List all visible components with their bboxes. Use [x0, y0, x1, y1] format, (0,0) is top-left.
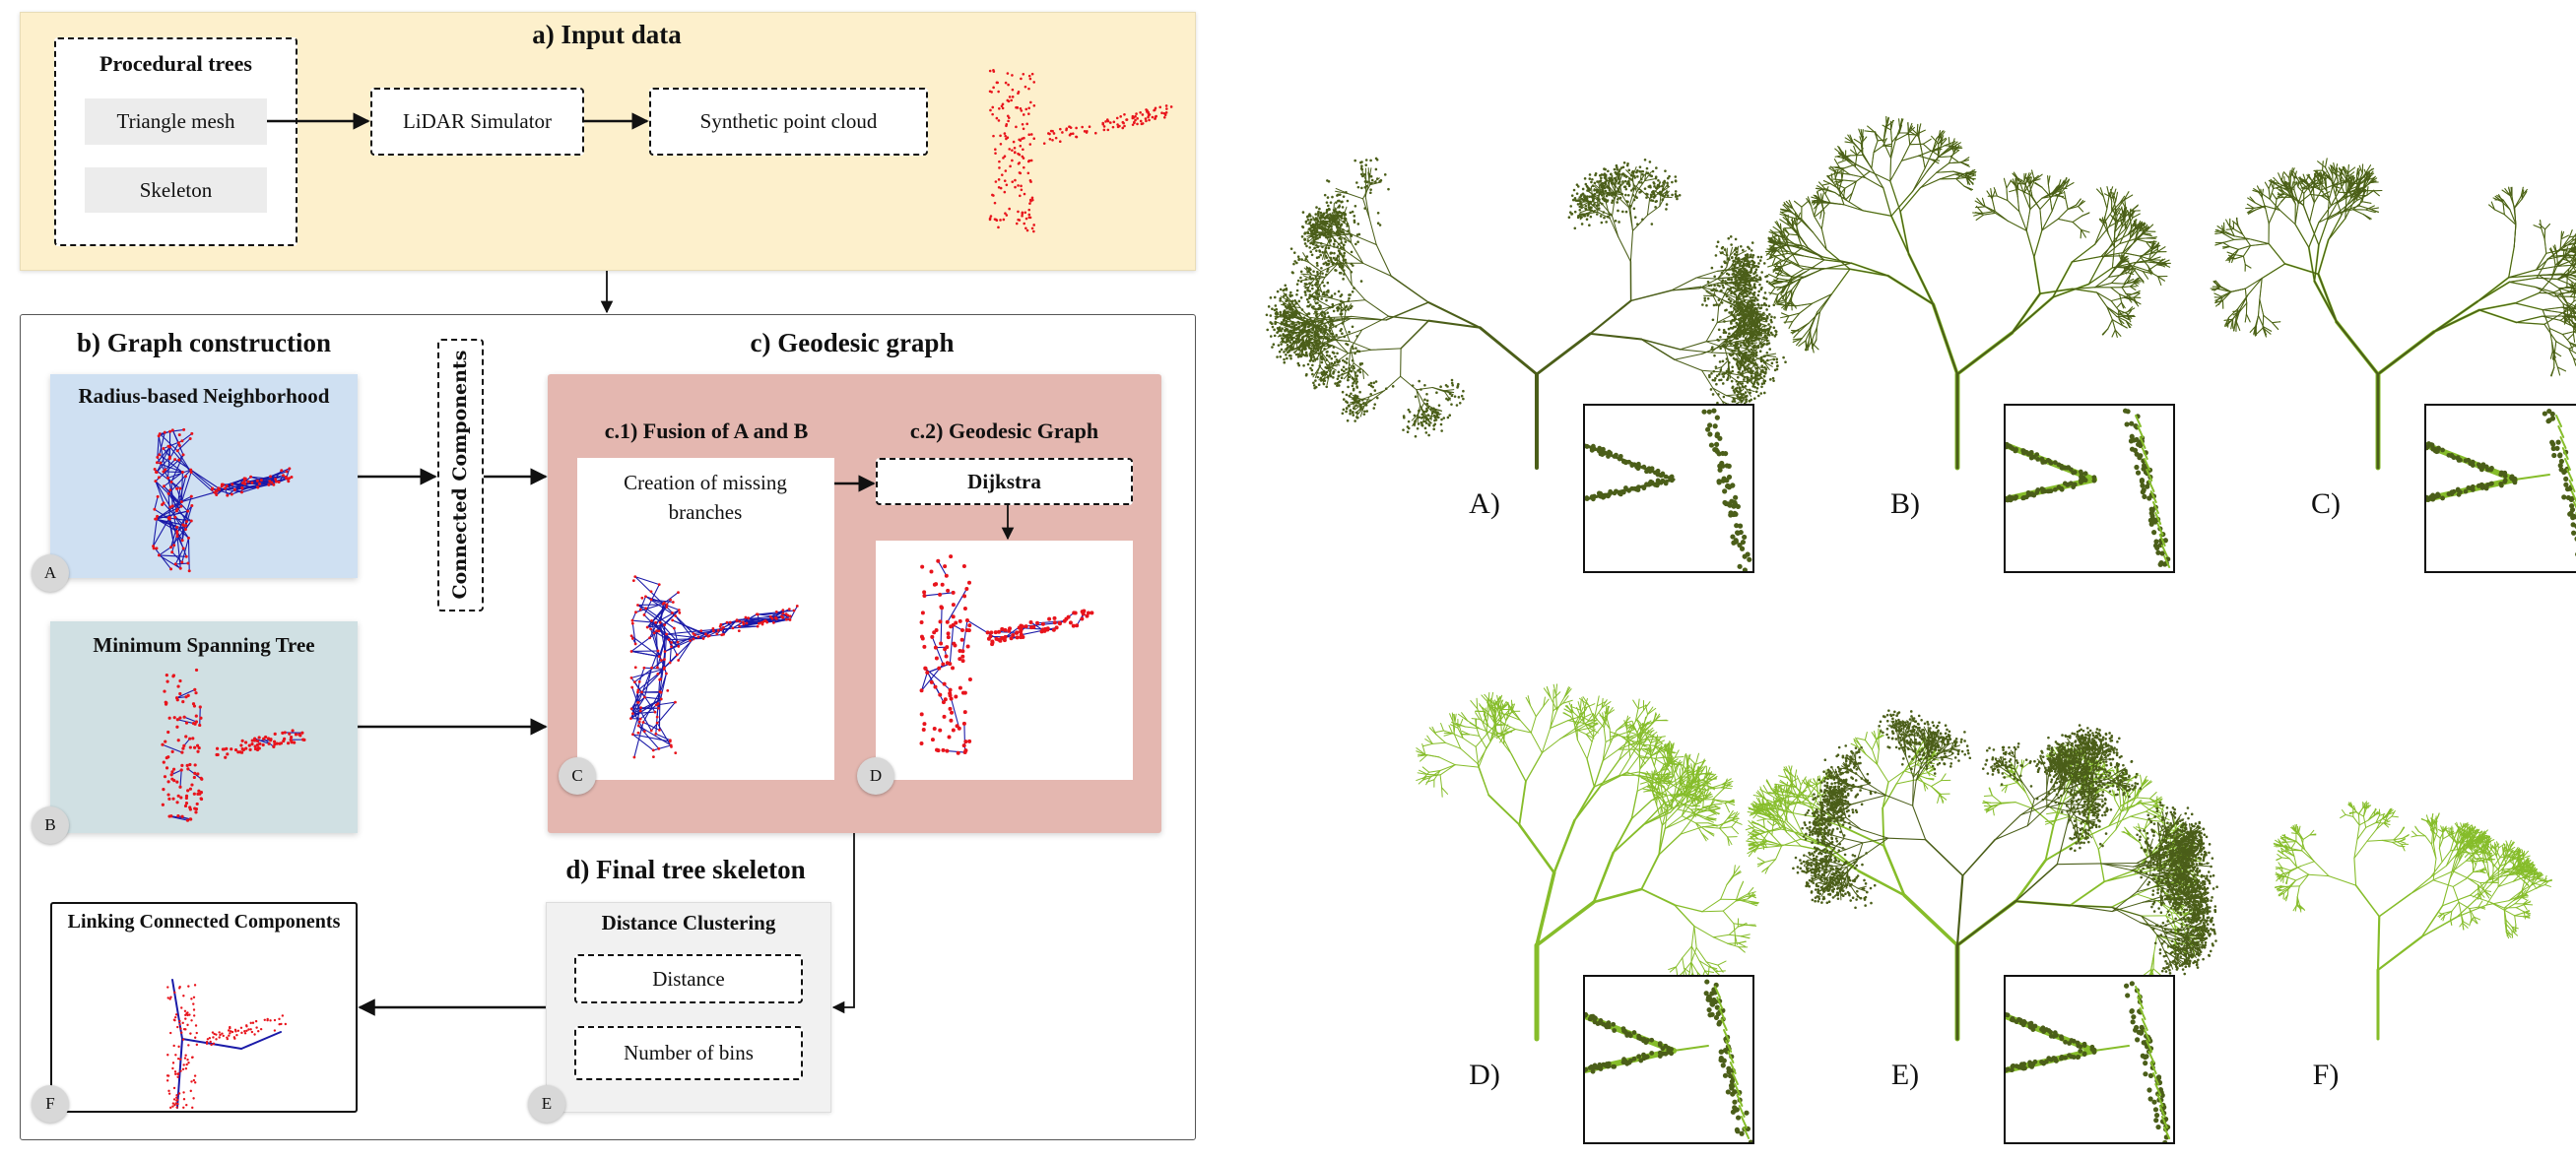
synthetic-point-cloud-image: [988, 68, 1173, 233]
fusion-title: c.1) Fusion of A and B: [604, 419, 809, 443]
distance-box: Distance: [574, 954, 803, 1003]
badge-e: E: [528, 1085, 565, 1123]
c2-geodesic-title: c.2) Geodesic Graph: [909, 419, 1099, 443]
inset-detail-image: [2426, 408, 2576, 556]
result-label-b: B): [1890, 487, 1920, 520]
dijkstra-box: Dijkstra: [876, 458, 1133, 505]
graph-construction-title: b) Graph construction: [76, 328, 332, 357]
zoom-inset-d: [1583, 975, 1754, 1144]
result-tree-b: [1764, 115, 2171, 471]
synthetic-point-cloud-box: Synthetic point cloud: [649, 88, 928, 156]
linking-components-card: [50, 902, 358, 1113]
skeleton-item: Skeleton: [85, 167, 267, 213]
input-data-title: a) Input data: [532, 20, 682, 49]
result-label-d: D): [1469, 1059, 1500, 1091]
radius-graph-image: [152, 427, 294, 573]
result-label-c: C): [2311, 487, 2341, 520]
synthetic-point-cloud-label: Synthetic point cloud: [699, 109, 878, 133]
number-of-bins-label: Number of bins: [624, 1041, 754, 1064]
creation-missing-branches-label: Creation of missing branches: [624, 471, 787, 524]
result-tree-a: [1265, 157, 1787, 470]
procedural-trees-title: Procedural trees: [99, 51, 252, 76]
fusion-graph-image: [629, 575, 799, 759]
zoom-inset-a: [1583, 404, 1754, 573]
mst-graph-image: [161, 668, 306, 822]
linking-components-title: Linking Connected Components: [67, 911, 341, 933]
inset-detail-image: [1585, 408, 1752, 571]
zoom-inset-e: [2004, 975, 2175, 1144]
badge-b: B: [32, 806, 69, 844]
badge-a: A: [32, 554, 69, 592]
geodesic-graph-title: c) Geodesic graph: [750, 328, 955, 357]
inset-detail-image: [1585, 979, 1752, 1142]
lidar-simulator-label: LiDAR Simulator: [402, 109, 553, 133]
triangle-mesh-item: Triangle mesh: [85, 98, 267, 145]
geodesic-card: [876, 541, 1133, 780]
radius-neighborhood-card: [50, 374, 358, 578]
badge-c: C: [559, 757, 596, 795]
badge-d: D: [857, 757, 894, 795]
result-label-f: F): [2312, 1059, 2340, 1091]
arrow-geodesic-to-clustering: [831, 833, 855, 1014]
inset-detail-image: [2006, 981, 2171, 1142]
final-skeleton-title: d) Final tree skeleton: [565, 855, 806, 884]
geodesic-graph-image: [919, 554, 1094, 755]
radius-neighborhood-title: Radius-based Neighborhood: [78, 384, 330, 408]
zoom-inset-b: [2004, 404, 2175, 573]
distance-clustering-title: Distance Clustering: [601, 911, 776, 934]
mst-title: Minimum Spanning Tree: [93, 633, 315, 657]
result-tree-d: [1416, 683, 1759, 1042]
lidar-simulator-box: LiDAR Simulator: [370, 88, 584, 156]
distance-label: Distance: [652, 966, 725, 991]
inset-detail-image: [2006, 408, 2171, 568]
fusion-card: [577, 458, 834, 780]
flow-arrows: [267, 112, 1015, 1016]
result-tree-c: [2210, 158, 2576, 471]
linked-skeleton-image: [165, 979, 288, 1110]
result-label-a: A): [1469, 487, 1500, 520]
result-label-e: E): [1890, 1059, 1920, 1091]
zoom-inset-c: [2424, 404, 2576, 573]
badge-f: F: [32, 1085, 69, 1123]
number-of-bins-box: Number of bins: [574, 1026, 803, 1080]
connected-components-box: [437, 339, 484, 612]
dijkstra-label: Dijkstra: [967, 469, 1041, 493]
result-tree-f: [2273, 801, 2552, 1041]
result-tree-e: [1745, 709, 2218, 1042]
mst-card: [50, 621, 358, 833]
